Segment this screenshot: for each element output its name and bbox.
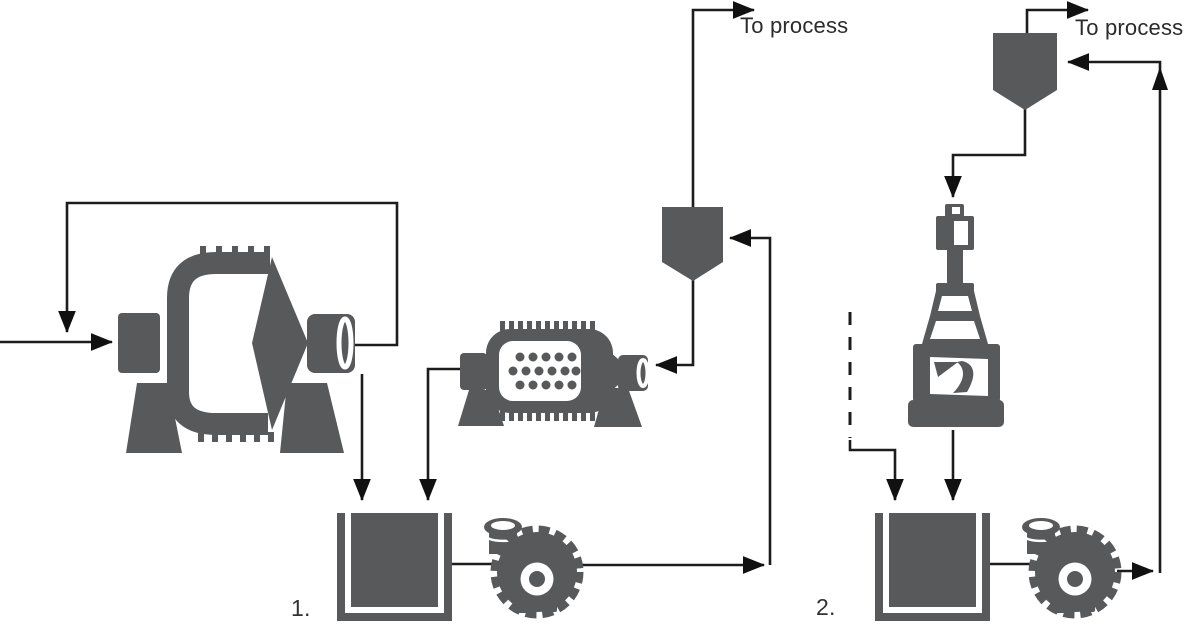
circuit-1-streams bbox=[0, 1, 772, 574]
cyclone-feed-riser bbox=[728, 229, 772, 565]
circuit-1 bbox=[0, 1, 772, 621]
centrifugal-pump-icon-1 bbox=[484, 518, 580, 615]
hydrocyclone-icon-2 bbox=[993, 33, 1057, 110]
sump-tank-icon-2 bbox=[875, 513, 990, 621]
mill-ribs bbox=[198, 246, 274, 442]
mill-recirculation-line bbox=[58, 201, 399, 347]
sump-tank-icon-1 bbox=[337, 513, 452, 621]
hydrocyclone-icon-1 bbox=[662, 207, 723, 281]
circuit-2-streams bbox=[848, 1, 1168, 580]
cyclone-underflow-line bbox=[654, 280, 695, 374]
circuit-2-number-label: 2. bbox=[816, 594, 836, 620]
cyclone-overflow-line bbox=[691, 1, 756, 207]
ball-mill-icon bbox=[118, 246, 355, 453]
circuit-2 bbox=[848, 1, 1168, 621]
vertical-stirred-mill-icon bbox=[908, 204, 1004, 427]
to-process-label-1: To process bbox=[740, 13, 849, 38]
centrifugal-pump-icon-2 bbox=[1022, 518, 1118, 615]
circuit-1-number-label: 1. bbox=[291, 595, 311, 621]
to-process-label-2: To process bbox=[1075, 15, 1184, 40]
cyclone-overflow-line-2 bbox=[1025, 1, 1090, 33]
riser-up-arrow bbox=[1152, 67, 1168, 90]
cyclone-feed-riser-2 bbox=[1066, 53, 1162, 573]
screen-mill-discharge-line bbox=[419, 367, 461, 502]
screen-ribs bbox=[500, 321, 595, 421]
new-feed-line bbox=[848, 440, 904, 502]
cyclone-underflow-line-2 bbox=[944, 108, 1027, 199]
drum-screen-mill-icon bbox=[458, 321, 650, 427]
screen-holes bbox=[508, 352, 581, 390]
